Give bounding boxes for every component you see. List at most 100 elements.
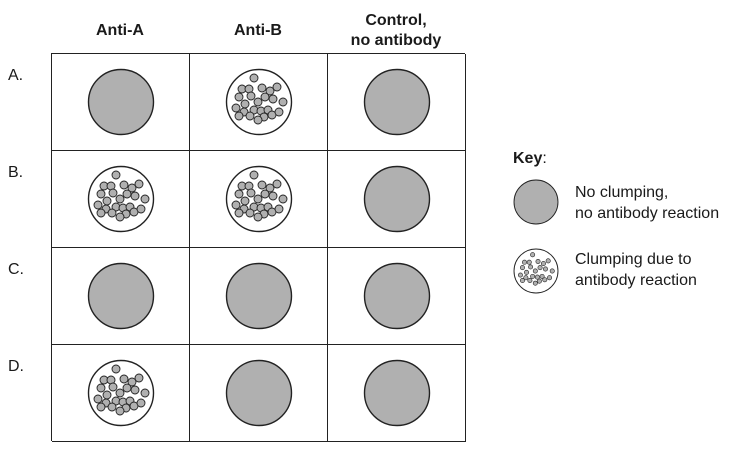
clump-particle <box>136 204 145 214</box>
clump-particle <box>272 82 281 92</box>
clump-particle <box>234 92 243 102</box>
no-clumping-sample-icon <box>513 179 559 225</box>
no-clumping-sample-icon <box>363 359 430 427</box>
clump-particle <box>268 94 277 104</box>
clump-particle <box>523 275 529 281</box>
clump-particle <box>534 274 540 280</box>
clump-particle <box>545 258 551 264</box>
clump-particle <box>102 196 111 206</box>
sample-disc <box>87 68 154 136</box>
clump-particle <box>537 265 543 271</box>
column-header-anti-b: Anti-B <box>189 21 327 41</box>
no-clumping-sample-icon <box>225 359 292 427</box>
column-header-control: Control, no antibody <box>327 11 465 51</box>
clump-particle <box>122 189 131 199</box>
clump-particle <box>134 373 143 383</box>
sample-disc <box>363 165 430 233</box>
column-header-control-line1: Control, <box>365 12 427 29</box>
clump-particle <box>246 188 255 198</box>
clump-particle <box>535 259 541 264</box>
sample-disc <box>225 359 292 427</box>
clump-particle <box>115 212 124 222</box>
key-symbol-clumping <box>513 248 559 299</box>
clump-particle <box>231 200 240 210</box>
clump-particle <box>526 259 532 265</box>
cell-d-anti-b <box>190 345 328 442</box>
sample-disc <box>225 262 292 330</box>
clumping-sample-icon <box>87 359 154 427</box>
sample-disc <box>363 359 430 427</box>
key-title-text: Key <box>513 150 543 167</box>
clump-particle <box>108 382 117 392</box>
clump-particle <box>115 406 124 416</box>
clump-particle <box>111 364 120 374</box>
clump-particle <box>522 259 527 265</box>
cell-a-anti-b <box>190 54 328 151</box>
clump-particle <box>119 374 128 384</box>
clump-particle <box>240 196 249 206</box>
column-header-anti-a: Anti-A <box>51 21 189 41</box>
clump-particle <box>102 390 111 400</box>
sample-disc <box>363 68 430 136</box>
sample-disc <box>87 262 154 330</box>
clump-particle <box>245 208 254 218</box>
key-label-clumping-line2: antibody reaction <box>575 272 697 289</box>
clump-particle <box>524 269 529 275</box>
clump-particle <box>115 194 124 204</box>
clump-particle <box>245 111 254 121</box>
clump-particle <box>536 278 542 284</box>
clump-particle <box>530 273 536 279</box>
clump-particle <box>265 183 274 193</box>
clump-particle <box>272 179 281 189</box>
clump-particle <box>111 170 120 180</box>
row-label-d: D. <box>8 358 24 375</box>
clump-particle <box>246 91 255 101</box>
clump-particle <box>93 200 102 210</box>
clump-particle <box>539 273 545 279</box>
clump-particle <box>274 204 283 214</box>
column-header-anti-a-text: Anti-A <box>96 22 144 39</box>
cell-d-anti-a <box>52 345 190 442</box>
clump-particle <box>96 402 105 412</box>
clump-particle <box>234 189 243 199</box>
cell-c-anti-b <box>190 248 328 345</box>
clump-particle <box>231 103 240 113</box>
clump-particle <box>278 194 287 204</box>
clump-particle <box>122 383 131 393</box>
row-label-a: A. <box>8 67 24 84</box>
clump-particle <box>530 252 536 258</box>
clumping-sample-icon <box>225 165 292 233</box>
clump-particle <box>265 86 274 96</box>
clump-particle <box>107 402 116 412</box>
cell-b-anti-b <box>190 151 328 248</box>
clump-particle <box>115 388 124 398</box>
clumping-sample-icon <box>87 165 154 233</box>
clump-particle <box>517 272 523 278</box>
no-clumping-sample-icon <box>363 68 430 136</box>
clump-particle <box>127 183 136 193</box>
clump-particle <box>532 280 538 286</box>
clump-particle <box>543 266 548 272</box>
key-title-colon: : <box>542 150 547 167</box>
cell-c-anti-a <box>52 248 190 345</box>
clump-particle <box>134 179 143 189</box>
column-header-anti-b-text: Anti-B <box>234 22 282 39</box>
clump-particle <box>257 83 266 93</box>
cell-a-control <box>328 54 466 151</box>
clump-particle <box>136 398 145 408</box>
clump-particle <box>540 261 546 267</box>
clump-particle <box>532 268 538 274</box>
no-clumping-sample-icon <box>363 262 430 330</box>
clump-particle <box>253 97 262 107</box>
clump-particle <box>240 99 249 109</box>
clump-particle <box>274 107 283 117</box>
no-clumping-sample-icon <box>225 262 292 330</box>
no-clumping-sample-icon <box>87 68 154 136</box>
cell-a-anti-a <box>52 54 190 151</box>
clump-particle <box>278 97 287 107</box>
clump-particle <box>260 189 269 199</box>
clump-particle <box>234 111 243 121</box>
cell-d-control <box>328 345 466 442</box>
clump-particle <box>130 191 139 201</box>
column-header-control-line2: no antibody <box>350 32 442 49</box>
